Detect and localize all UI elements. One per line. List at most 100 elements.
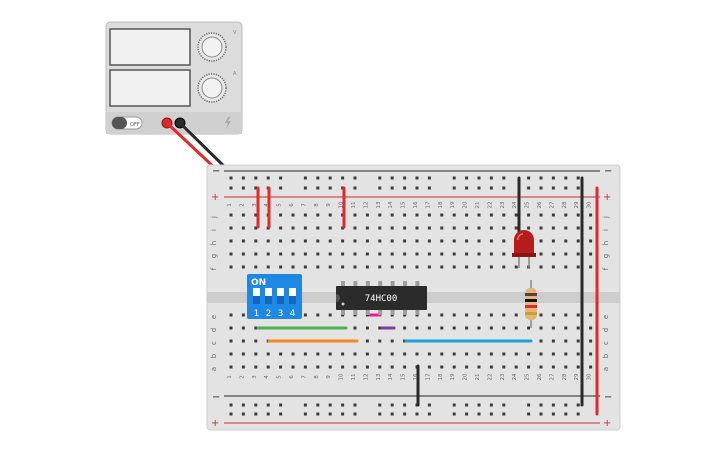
breadboard-hole[interactable] [378, 252, 382, 256]
breadboard-hole[interactable] [316, 265, 320, 269]
rail-hole[interactable] [576, 412, 580, 416]
breadboard-hole[interactable] [241, 339, 245, 343]
breadboard-hole[interactable] [514, 226, 518, 230]
rail-hole[interactable] [229, 186, 233, 190]
breadboard-hole[interactable] [551, 213, 555, 217]
rail-hole[interactable] [465, 176, 469, 180]
rail-hole[interactable] [527, 186, 531, 190]
breadboard-hole[interactable] [353, 365, 357, 369]
breadboard-hole[interactable] [589, 265, 593, 269]
rail-hole[interactable] [415, 412, 419, 416]
breadboard-hole[interactable] [229, 326, 233, 330]
breadboard-hole[interactable] [279, 365, 283, 369]
breadboard-hole[interactable] [589, 313, 593, 317]
breadboard-hole[interactable] [564, 339, 568, 343]
breadboard-hole[interactable] [390, 265, 394, 269]
rail-hole[interactable] [229, 412, 233, 416]
rail-hole[interactable] [576, 186, 580, 190]
rail-hole[interactable] [316, 403, 320, 407]
breadboard-hole[interactable] [551, 226, 555, 230]
breadboard-hole[interactable] [514, 213, 518, 217]
dip-switch-toggle[interactable] [277, 288, 284, 296]
breadboard-hole[interactable] [390, 213, 394, 217]
breadboard-hole[interactable] [365, 365, 369, 369]
breadboard-hole[interactable] [452, 265, 456, 269]
breadboard-hole[interactable] [316, 352, 320, 356]
breadboard-hole[interactable] [539, 226, 543, 230]
rail-hole[interactable] [328, 176, 332, 180]
breadboard-hole[interactable] [303, 265, 307, 269]
breadboard-hole[interactable] [452, 365, 456, 369]
breadboard-hole[interactable] [279, 239, 283, 243]
rail-hole[interactable] [415, 186, 419, 190]
breadboard-hole[interactable] [303, 252, 307, 256]
rail-hole[interactable] [279, 186, 283, 190]
breadboard-hole[interactable] [241, 326, 245, 330]
breadboard-hole[interactable] [390, 252, 394, 256]
breadboard-hole[interactable] [328, 352, 332, 356]
breadboard-hole[interactable] [328, 252, 332, 256]
breadboard-hole[interactable] [589, 252, 593, 256]
breadboard-hole[interactable] [415, 352, 419, 356]
breadboard-hole[interactable] [229, 213, 233, 217]
breadboard-hole[interactable] [452, 213, 456, 217]
breadboard-hole[interactable] [328, 226, 332, 230]
breadboard-hole[interactable] [229, 352, 233, 356]
breadboard-hole[interactable] [576, 265, 580, 269]
dip-switch-toggle[interactable] [265, 288, 272, 296]
rail-hole[interactable] [316, 176, 320, 180]
rail-hole[interactable] [390, 176, 394, 180]
breadboard-hole[interactable] [551, 365, 555, 369]
breadboard-hole[interactable] [502, 352, 506, 356]
breadboard-hole[interactable] [353, 252, 357, 256]
breadboard-hole[interactable] [576, 213, 580, 217]
ic-74hc00[interactable]: 74HC00 [336, 281, 427, 315]
breadboard-hole[interactable] [328, 213, 332, 217]
rail-hole[interactable] [452, 176, 456, 180]
rail-hole[interactable] [241, 403, 245, 407]
breadboard-hole[interactable] [415, 239, 419, 243]
rail-hole[interactable] [489, 412, 493, 416]
breadboard-hole[interactable] [564, 365, 568, 369]
breadboard-hole[interactable] [440, 313, 444, 317]
breadboard-hole[interactable] [465, 239, 469, 243]
power-supply[interactable]: V A OFF [105, 21, 243, 135]
power-switch[interactable]: OFF [111, 116, 143, 130]
breadboard-hole[interactable] [465, 226, 469, 230]
breadboard-hole[interactable] [527, 365, 531, 369]
rail-hole[interactable] [452, 403, 456, 407]
current-knob[interactable] [197, 73, 227, 103]
rail-hole[interactable] [539, 403, 543, 407]
breadboard-hole[interactable] [229, 252, 233, 256]
rail-hole[interactable] [303, 186, 307, 190]
rail-hole[interactable] [465, 412, 469, 416]
breadboard-hole[interactable] [489, 239, 493, 243]
breadboard-hole[interactable] [365, 352, 369, 356]
rail-hole[interactable] [378, 176, 382, 180]
rail-hole[interactable] [403, 186, 407, 190]
breadboard-hole[interactable] [502, 326, 506, 330]
breadboard-hole[interactable] [465, 352, 469, 356]
rail-hole[interactable] [229, 176, 233, 180]
breadboard-hole[interactable] [465, 213, 469, 217]
rail-hole[interactable] [551, 412, 555, 416]
breadboard-hole[interactable] [589, 226, 593, 230]
breadboard-hole[interactable] [291, 365, 295, 369]
breadboard-hole[interactable] [576, 313, 580, 317]
breadboard-hole[interactable] [465, 326, 469, 330]
dip-switch-toggle[interactable] [289, 288, 296, 296]
breadboard-hole[interactable] [266, 239, 270, 243]
rail-hole[interactable] [279, 403, 283, 407]
breadboard-hole[interactable] [241, 313, 245, 317]
breadboard-hole[interactable] [403, 213, 407, 217]
rail-hole[interactable] [477, 403, 481, 407]
breadboard-hole[interactable] [390, 365, 394, 369]
breadboard-hole[interactable] [254, 239, 258, 243]
breadboard-hole[interactable] [328, 313, 332, 317]
breadboard-hole[interactable] [378, 265, 382, 269]
breadboard-hole[interactable] [353, 226, 357, 230]
breadboard-hole[interactable] [564, 252, 568, 256]
breadboard-hole[interactable] [341, 226, 345, 230]
breadboard-hole[interactable] [254, 365, 258, 369]
